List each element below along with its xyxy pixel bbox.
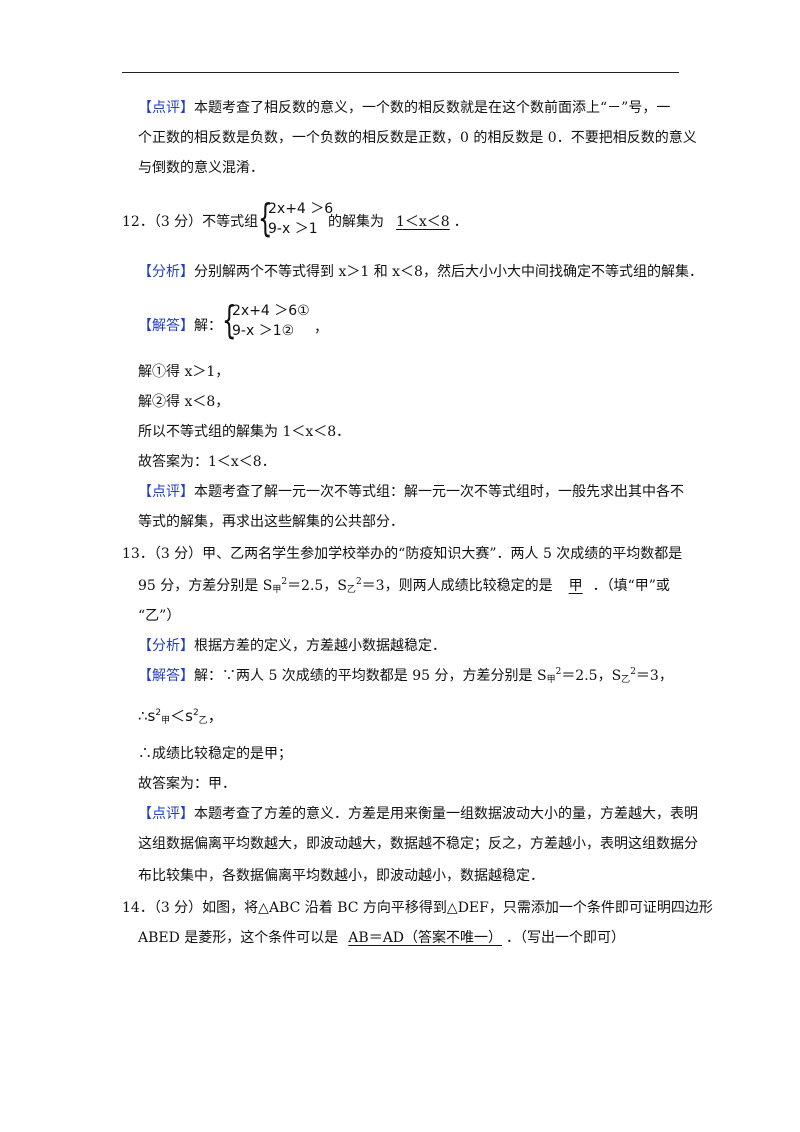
answer-blank: 甲	[568, 578, 583, 594]
question-13: 13．（3 分）甲、乙两名学生参加学校举办的“防疫知识大赛”．两人 5 次成绩的…	[122, 546, 683, 562]
text-line: 与倒数的意义混淆．	[138, 160, 264, 176]
answer-blank: 1＜x＜8	[396, 214, 450, 230]
text-line: 布比较集中，各数据偏离平均数越小，即波动越小，数据越稳定．	[138, 868, 544, 884]
analysis-tag: 【分析】	[138, 264, 194, 280]
solution-line: 【解答】解：∵两人 5 次成绩的平均数都是 95 分，方差分别是 S甲2＝2.5…	[138, 667, 673, 685]
solution-tag: 【解答】	[138, 668, 194, 684]
brace-symbol: {	[258, 196, 273, 240]
text-line: 个正数的相反数是负数，一个负数的相反数是正数，0 的相反数是 0．不要把相反数的…	[138, 130, 697, 146]
review-tag: 【点评】	[138, 100, 194, 116]
question-12-number: 12．（3 分）不等式组	[122, 214, 259, 230]
inequality-system: { 2x+4 ＞6 9-x ＞1	[258, 196, 338, 240]
answer-line: 故答案为：甲．	[138, 776, 236, 792]
header-rule	[122, 72, 679, 73]
step-line: ∴成绩比较稳定的是甲；	[138, 746, 292, 762]
analysis-line: 【分析】分别解两个不等式得到 x＞1 和 x＜8，然后大小小大中间找确定不等式组…	[138, 264, 703, 280]
review-tag: 【点评】	[138, 806, 194, 822]
solution-lead: 【解答】解：	[138, 318, 222, 334]
solution-system: { 2x+4 ＞6① 9-x ＞1②	[222, 298, 322, 342]
comma: ，	[314, 320, 328, 336]
answer-blank: AB＝AD（答案不唯一）	[348, 930, 503, 946]
analysis-tag: 【分析】	[138, 638, 194, 654]
review-line: 【点评】本题考查了解一元一次不等式组：解一元一次不等式组时，一般先求出其中各不	[138, 484, 684, 500]
answer-line: 故答案为：1＜x＜8．	[138, 454, 276, 470]
inequality-row-2: 9-x ＞1	[268, 221, 318, 237]
solution-row-1: 2x+4 ＞6①	[232, 303, 310, 319]
review-tag: 【点评】	[138, 484, 194, 500]
inequality-row-1: 2x+4 ＞6	[268, 201, 334, 217]
step-line: 解②得 x＜8，	[138, 394, 230, 410]
text-line: 这组数据偏离平均数越大，即波动越大，数据越不稳定；反之，方差越小，表明这组数据分	[138, 836, 698, 852]
text-line: “乙”）	[138, 608, 181, 624]
question-13-line-2: 95 分，方差分别是 S甲2＝2.5，S乙2＝3，则两人成绩比较稳定的是甲．（填…	[138, 577, 670, 595]
text-line: 等式的解集，再求出这些解集的公共部分．	[138, 514, 404, 530]
step-line: 所以不等式组的解集为 1＜x＜8．	[138, 424, 351, 440]
solution-tag: 【解答】	[138, 318, 194, 334]
brace-symbol: {	[222, 298, 237, 342]
comparison-line: ∴s2甲＜s2乙，	[138, 707, 223, 726]
review-line: 【点评】本题考查了方差的意义．方差是用来衡量一组数据波动大小的量，方差越大，表明	[138, 806, 698, 822]
analysis-line: 【分析】根据方差的定义，方差越小数据越稳定．	[138, 638, 446, 654]
review-paragraph: 【点评】本题考查了相反数的意义，一个数的相反数就是在这个数前面添上“－”号，一	[138, 100, 671, 116]
step-line: 解①得 x＞1，	[138, 364, 230, 380]
question-14: 14．（3 分）如图，将△ABC 沿着 BC 方向平移得到△DEF，只需添加一个…	[122, 900, 713, 916]
solution-row-2: 9-x ＞1②	[232, 323, 295, 339]
